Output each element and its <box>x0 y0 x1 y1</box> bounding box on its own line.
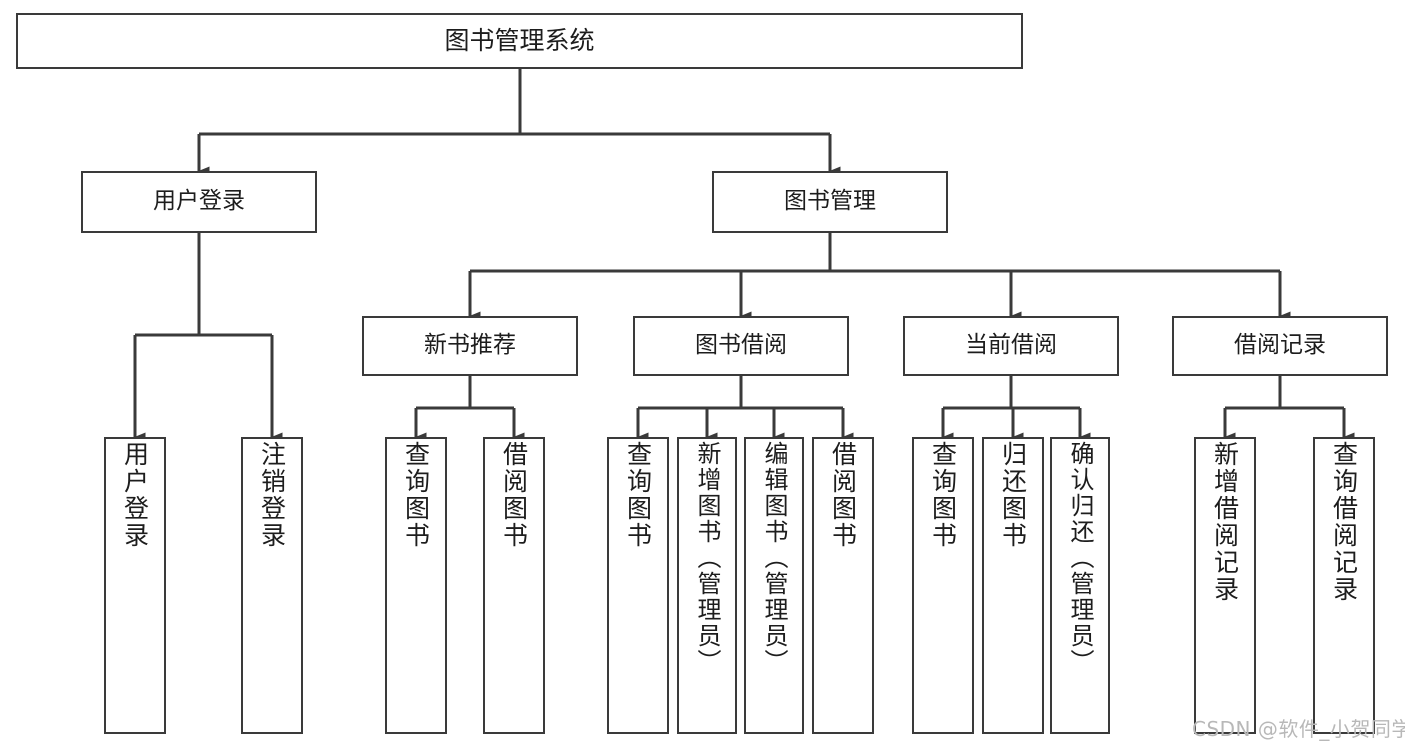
node-label: 查询图书 <box>928 441 958 549</box>
node-label: 新书推荐 <box>424 332 516 359</box>
node-label: 确认归还（管理员） <box>1066 441 1094 675</box>
node-root[interactable]: 图书管理系统 <box>16 13 1023 69</box>
node-leaf-edit-book[interactable]: 编辑图书（管理员） <box>744 437 804 734</box>
node-label: 查询图书 <box>401 441 431 549</box>
node-label: 用户登录 <box>153 188 245 215</box>
node-label: 借阅图书 <box>828 441 858 549</box>
node-label: 图书借阅 <box>695 332 787 359</box>
node-leaf-add-book[interactable]: 新增图书（管理员） <box>677 437 737 734</box>
node-label: 图书管理 <box>784 188 876 215</box>
node-label: 用户登录 <box>120 441 150 549</box>
node-label: 当前借阅 <box>965 332 1057 359</box>
node-label: 新增借阅记录 <box>1210 441 1240 603</box>
node-current-borrow[interactable]: 当前借阅 <box>903 316 1119 376</box>
node-label: 借阅图书 <box>499 441 529 549</box>
node-leaf-confirm-return[interactable]: 确认归还（管理员） <box>1050 437 1110 734</box>
node-leaf-user-login[interactable]: 用户登录 <box>104 437 166 734</box>
node-leaf-logout[interactable]: 注销登录 <box>241 437 303 734</box>
node-label: 注销登录 <box>257 441 287 549</box>
node-leaf-query-book-rec[interactable]: 查询图书 <box>385 437 447 734</box>
node-leaf-borrow-book[interactable]: 借阅图书 <box>812 437 874 734</box>
node-leaf-return-book[interactable]: 归还图书 <box>982 437 1044 734</box>
node-label: 查询借阅记录 <box>1329 441 1359 603</box>
node-borrow-record[interactable]: 借阅记录 <box>1172 316 1388 376</box>
node-book-borrow[interactable]: 图书借阅 <box>633 316 849 376</box>
node-label: 编辑图书（管理员） <box>760 441 788 675</box>
node-book-manage[interactable]: 图书管理 <box>712 171 948 233</box>
node-label: 借阅记录 <box>1234 332 1326 359</box>
node-leaf-borrow-book-rec[interactable]: 借阅图书 <box>483 437 545 734</box>
node-leaf-add-record[interactable]: 新增借阅记录 <box>1194 437 1256 734</box>
node-leaf-query-book-borrow[interactable]: 查询图书 <box>607 437 669 734</box>
node-label: 新增图书（管理员） <box>693 441 721 675</box>
csdn-watermark: CSDN @软件_小贺同学 <box>1192 717 1405 741</box>
node-leaf-query-record[interactable]: 查询借阅记录 <box>1313 437 1375 734</box>
node-leaf-query-book-cur[interactable]: 查询图书 <box>912 437 974 734</box>
node-label: 归还图书 <box>998 441 1028 549</box>
node-user-login[interactable]: 用户登录 <box>81 171 317 233</box>
node-label: 查询图书 <box>623 441 653 549</box>
node-new-book-rec[interactable]: 新书推荐 <box>362 316 578 376</box>
node-label: 图书管理系统 <box>444 26 595 56</box>
